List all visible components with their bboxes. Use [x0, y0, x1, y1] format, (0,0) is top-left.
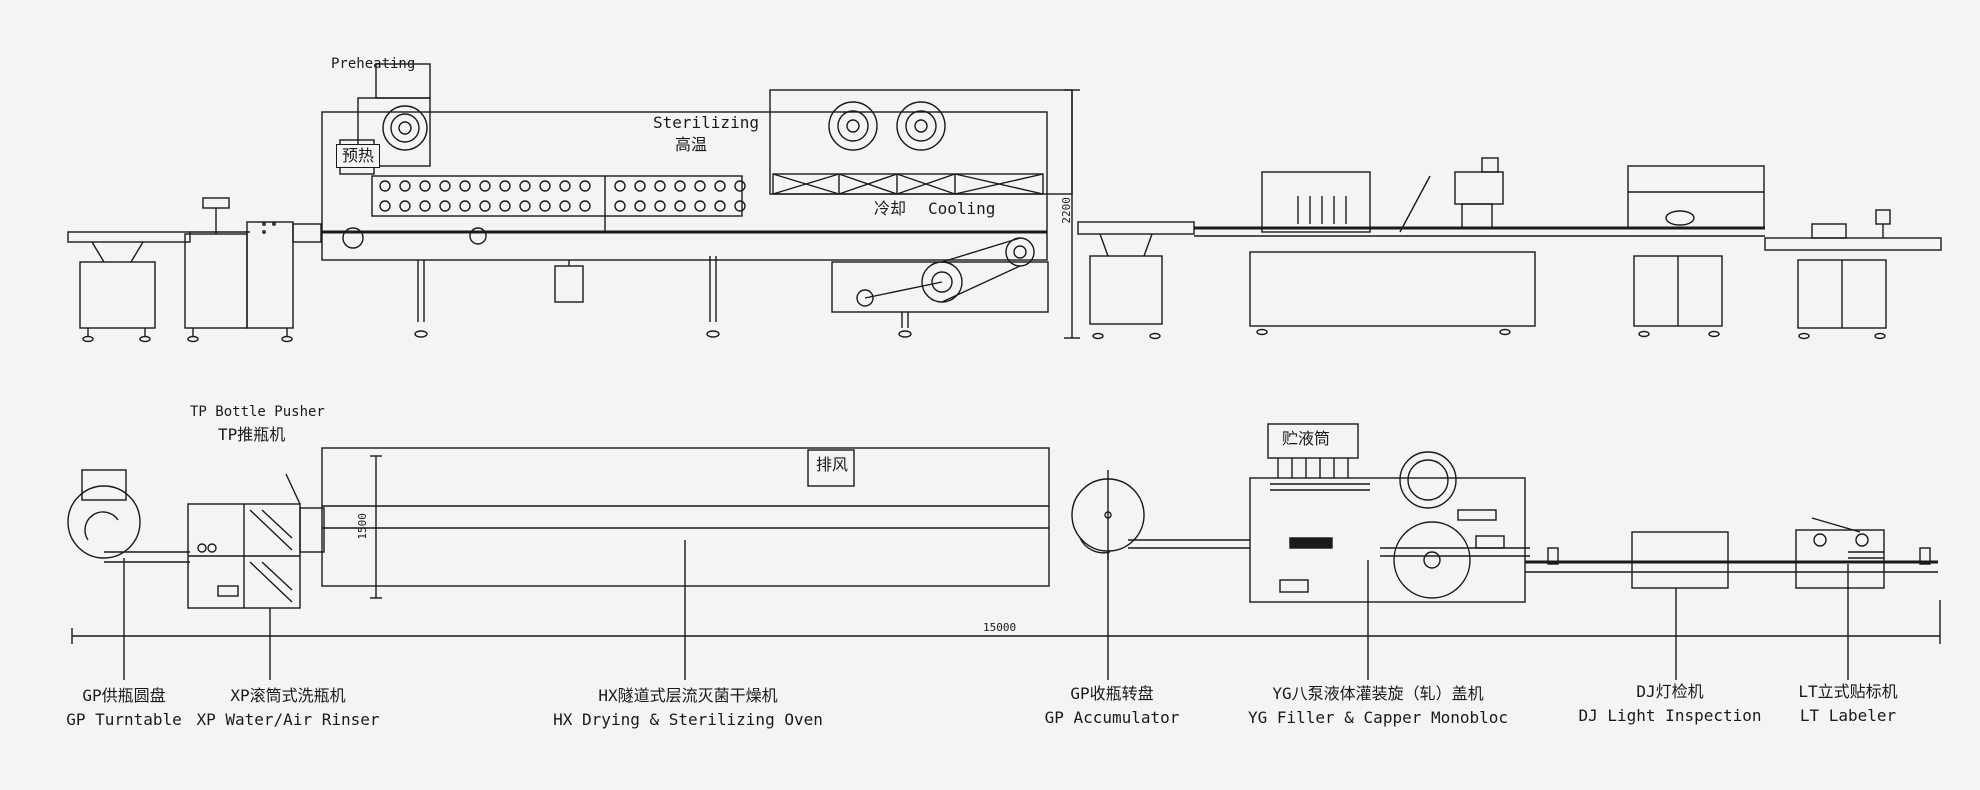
infeed-table — [67, 231, 191, 343]
rinser-plan — [187, 473, 325, 609]
caption-turntable: GP供瓶圆盘 GP Turntable — [66, 684, 182, 732]
plan-view — [67, 423, 1941, 680]
cooling-cn-label: 冷却 — [874, 199, 907, 218]
bottle-pusher-label: TP Bottle Pusher — [190, 404, 325, 420]
caption-accumulator-cn: GP收瓶转盘 — [1070, 684, 1154, 703]
heater-tubes — [379, 180, 746, 212]
tank-label: 贮液筒 — [1282, 429, 1331, 448]
caption-rinser-cn: XP滚筒式洗瓶机 — [230, 686, 346, 705]
height-dimension-line — [1064, 89, 1080, 339]
caption-filler: YG八泵液体灌装旋（轧）盖机 YG Filler & Capper Monobl… — [1248, 682, 1508, 730]
filler-elevation — [1249, 157, 1536, 336]
caption-labeler: LT立式贴标机 LT Labeler — [1798, 680, 1897, 728]
caption-accumulator: GP收瓶转盘 GP Accumulator — [1045, 682, 1180, 730]
inspection-elevation — [1627, 165, 1765, 338]
oven-plan — [321, 447, 1050, 680]
accumulator-plan — [1071, 470, 1250, 680]
overall-length-line — [71, 600, 1941, 644]
labeler-plan — [1795, 517, 1885, 680]
cooling-label: Cooling — [928, 199, 996, 218]
turntable-plan — [67, 469, 190, 563]
caption-filler-en: YG Filler & Capper Monobloc — [1247, 708, 1509, 727]
caption-accumulator-en: GP Accumulator — [1044, 708, 1180, 727]
elevation-view — [67, 63, 1942, 343]
bottle-pusher-cn-label: TP推瓶机 — [218, 425, 286, 444]
width-dimension-label: 1500 — [355, 513, 369, 540]
sterilizing-label: Sterilizing — [653, 113, 759, 132]
caption-labeler-cn: LT立式贴标机 — [1798, 682, 1898, 701]
caption-oven-cn: HX隧道式层流灭菌干燥机 — [598, 686, 778, 705]
inspection-plan — [1631, 531, 1729, 680]
caption-labeler-en: LT Labeler — [1799, 706, 1897, 725]
caption-oven-en: HX Drying & Sterilizing Oven — [553, 710, 823, 729]
caption-rinser-en: XP Water/Air Rinser — [196, 710, 380, 729]
labeler-elevation — [1764, 209, 1942, 340]
caption-inspection: DJ灯检机 DJ Light Inspection — [1578, 680, 1761, 728]
preheating-label: Preheating — [331, 56, 416, 72]
caption-filler-cn: YG八泵液体灌装旋（轧）盖机 — [1272, 684, 1484, 703]
caption-inspection-en: DJ Light Inspection — [1578, 706, 1762, 725]
overall-length-label: 15000 — [983, 621, 1017, 634]
caption-turntable-en: GP Turntable — [66, 710, 182, 729]
filler-plan — [1249, 423, 1530, 680]
height-dimension-label: 2200 — [1059, 197, 1073, 224]
caption-inspection-cn: DJ灯检机 — [1636, 682, 1704, 701]
caption-rinser: XP滚筒式洗瓶机 XP Water/Air Rinser — [196, 684, 379, 732]
caption-turntable-cn: GP供瓶圆盘 — [82, 686, 166, 705]
preheating-cn-label: 预热 — [336, 144, 381, 169]
accumulator-elevation — [1077, 221, 1195, 340]
sterilizing-cn-label: 高温 — [675, 135, 708, 154]
rinser-elevation — [184, 197, 322, 343]
exhaust-label: 排风 — [816, 455, 849, 474]
oven-elevation — [321, 63, 1073, 338]
caption-oven: HX隧道式层流灭菌干燥机 HX Drying & Sterilizing Ove… — [553, 684, 823, 732]
